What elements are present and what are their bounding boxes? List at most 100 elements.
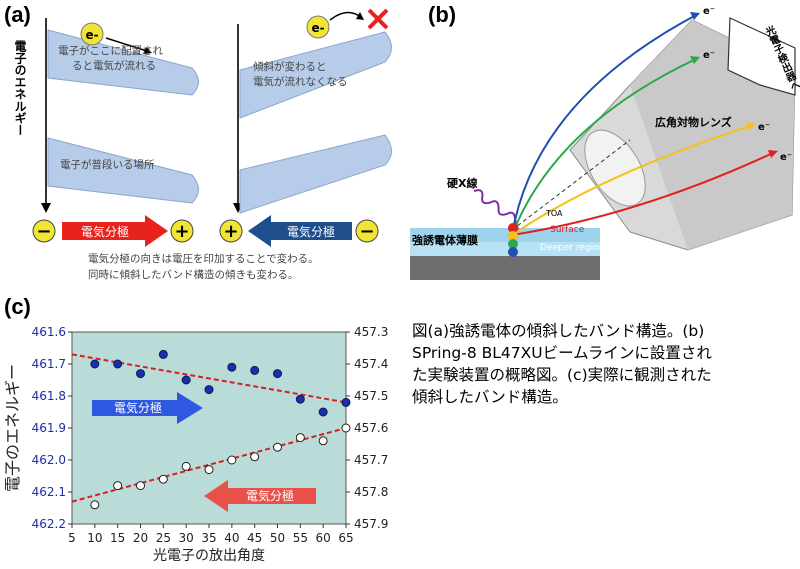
ray-yellow bbox=[511, 124, 754, 236]
caption-line-2: SPring-8 BL47XUビームラインに設置され bbox=[412, 344, 712, 362]
data-point-open bbox=[273, 442, 282, 452]
surface-label: Surface bbox=[550, 225, 585, 235]
blocked-x-icon bbox=[367, 8, 389, 30]
y-tick-label-right: 457.9 bbox=[354, 517, 388, 531]
x-tick-label: 40 bbox=[224, 531, 239, 545]
electron-label-red: e⁻ bbox=[780, 152, 792, 163]
x-tick-label: 15 bbox=[110, 531, 125, 545]
x-tick-label: 65 bbox=[338, 531, 353, 545]
deeper-label: Deeper region bbox=[540, 243, 604, 253]
ray-green bbox=[511, 57, 699, 236]
y-axis-label: 電子のエネルギー bbox=[3, 364, 22, 492]
panel-b-diagram: e⁻ e⁻ e⁻ e⁻ 広角対物レンズ 硬X線 強誘電体薄膜 TOA Surfa… bbox=[410, 6, 796, 280]
data-point-filled bbox=[341, 397, 351, 407]
note-line-2: 同時に傾斜したバンド構造の傾きも変わる。 bbox=[88, 269, 299, 281]
conduction-band-left bbox=[47, 29, 199, 96]
panel-a-label: (a) bbox=[4, 2, 31, 27]
electron-label-right: e- bbox=[311, 21, 324, 35]
minus-sign-left: − bbox=[36, 221, 51, 242]
data-point-open bbox=[227, 455, 237, 465]
text-top-right-1: 傾斜が変わると bbox=[253, 61, 327, 73]
polarization-label-left: 電気分極 bbox=[81, 224, 129, 239]
y-tick-label-left: 462.0 bbox=[32, 453, 66, 467]
panel-a-diagram: e- e- − 電気分極 + + 電気分極 − bbox=[32, 8, 392, 247]
data-point-filled bbox=[204, 385, 214, 395]
data-point-filled bbox=[158, 349, 168, 359]
substrate bbox=[410, 256, 600, 280]
caption-line-4: 傾斜したバンド構造。 bbox=[412, 388, 568, 406]
text-top-left-2: ると電気が流れる bbox=[72, 60, 156, 72]
angle-label: TOA bbox=[545, 209, 563, 218]
polarization-arrow-blue bbox=[248, 215, 352, 247]
data-point-filled bbox=[318, 407, 328, 417]
valence-band-right bbox=[239, 134, 392, 214]
detector-arrow-box bbox=[727, 17, 796, 96]
ray-red bbox=[511, 151, 776, 236]
data-point-filled bbox=[295, 394, 305, 404]
x-tick-label: 45 bbox=[247, 531, 262, 545]
ray-blue bbox=[511, 13, 699, 236]
x-axis-label: 光電子の放出角度 bbox=[153, 548, 265, 564]
data-point-open bbox=[341, 423, 351, 433]
x-tick-label: 10 bbox=[87, 531, 102, 545]
plus-circle-left bbox=[170, 219, 194, 243]
text-bottom-left: 電子が普段いる場所 bbox=[60, 159, 155, 171]
polarization-arrow-red-c bbox=[204, 480, 316, 512]
y-tick-label-right: 457.4 bbox=[354, 357, 388, 371]
y-tick-label-right: 457.3 bbox=[354, 325, 388, 339]
y-tick-label-left: 461.6 bbox=[32, 325, 66, 339]
panel-c-label: (c) bbox=[4, 294, 31, 319]
text-top-right-2: 電気が流れなくなる bbox=[253, 76, 348, 88]
lens-label: 広角対物レンズ bbox=[655, 115, 732, 129]
data-point-open bbox=[250, 452, 260, 462]
y-tick-label-right: 457.8 bbox=[354, 485, 388, 499]
data-point-filled bbox=[250, 365, 260, 375]
data-point-open bbox=[136, 481, 145, 491]
x-tick-label: 5 bbox=[68, 531, 76, 545]
note-line-1: 電気分極の向きは電圧を印加することで変わる。 bbox=[88, 253, 319, 265]
y-tick-label-left: 461.9 bbox=[32, 421, 66, 435]
data-point-filled bbox=[227, 362, 237, 372]
conduction-band-right bbox=[239, 31, 392, 119]
data-point-filled bbox=[136, 369, 145, 379]
data-point-open bbox=[295, 433, 305, 443]
panel-a-axis-label: 電子のエネルギー bbox=[13, 40, 27, 136]
data-point-filled bbox=[273, 369, 282, 379]
y-tick-label-left: 461.7 bbox=[32, 357, 66, 371]
x-tick-label: 25 bbox=[156, 531, 171, 545]
lens-aperture bbox=[584, 129, 646, 207]
xray-wave-icon bbox=[473, 189, 520, 233]
electron-label-yellow: e⁻ bbox=[758, 122, 770, 133]
electron-label-blue: e⁻ bbox=[703, 6, 715, 17]
panel-b-label: (b) bbox=[428, 2, 457, 27]
polarization-label-right: 電気分極 bbox=[287, 224, 335, 239]
polarization-label-c1: 電気分極 bbox=[114, 400, 162, 415]
data-point-open bbox=[158, 474, 168, 484]
data-point-filled bbox=[90, 359, 100, 369]
data-point-filled bbox=[181, 375, 191, 385]
surface-layer bbox=[410, 228, 600, 242]
y-tick-label-right: 457.7 bbox=[354, 453, 388, 467]
data-point-open bbox=[318, 436, 328, 446]
polarization-arrow-blue-c bbox=[92, 392, 203, 424]
y-tick-label-right: 457.5 bbox=[354, 389, 388, 403]
text-top-left-1: 電子がここに配置され bbox=[58, 45, 163, 57]
valence-band-left bbox=[47, 137, 199, 204]
electron-label-left: e- bbox=[85, 28, 98, 42]
polarization-label-c2: 電気分極 bbox=[246, 488, 294, 503]
plus-sign-right: + bbox=[223, 221, 238, 242]
x-tick-label: 35 bbox=[201, 531, 216, 545]
data-point-open bbox=[90, 500, 100, 510]
minus-circle-left bbox=[32, 219, 56, 243]
electron-circle-left bbox=[80, 22, 104, 46]
x-tick-label: 55 bbox=[293, 531, 308, 545]
y-tick-label-left: 461.8 bbox=[32, 389, 66, 403]
data-point-open bbox=[181, 461, 191, 471]
y-tick-label-right: 457.6 bbox=[354, 421, 388, 435]
y-tick-label-left: 462.1 bbox=[32, 485, 66, 499]
polarization-arrow-red bbox=[62, 215, 168, 247]
y-tick-label-left: 462.2 bbox=[32, 517, 66, 531]
minus-circle-right bbox=[355, 219, 379, 243]
x-tick-label: 20 bbox=[133, 531, 148, 545]
